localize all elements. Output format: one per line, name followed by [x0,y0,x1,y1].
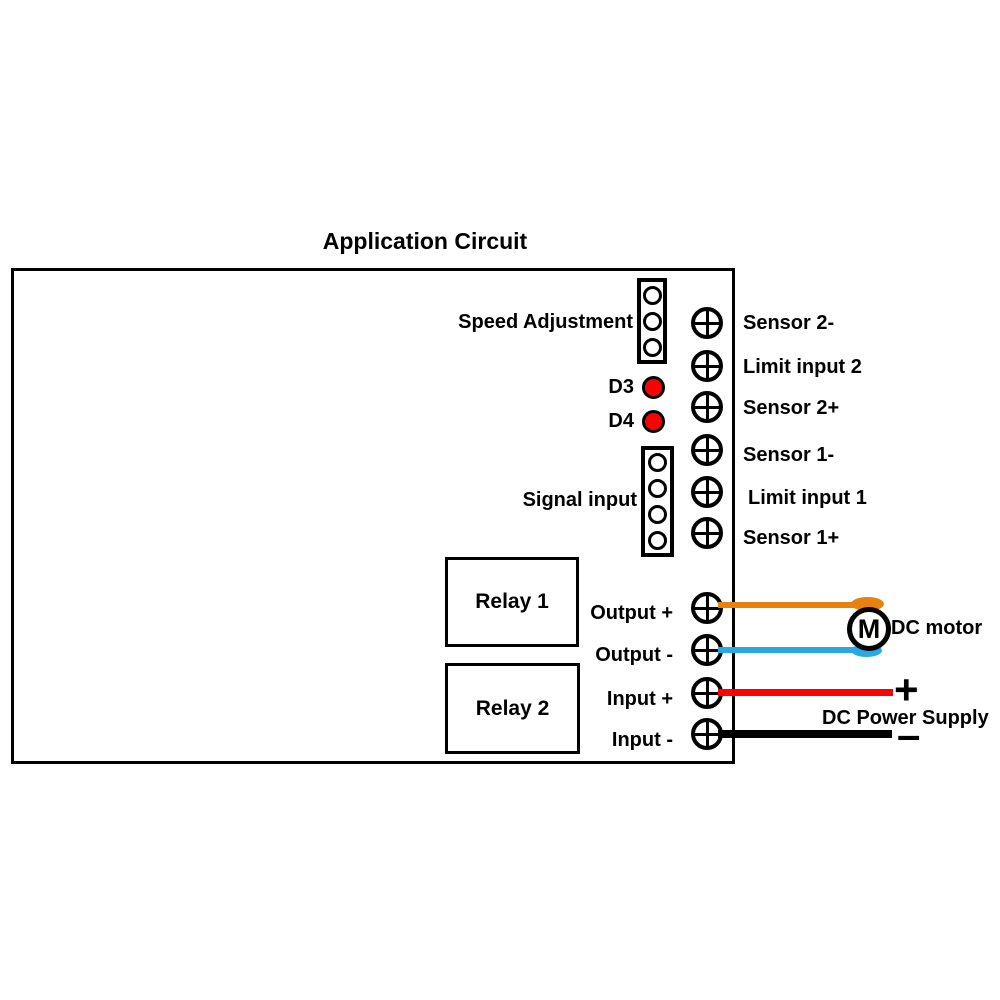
relay-2-label: Relay 2 [475,696,550,720]
wire-output-negative [718,647,865,653]
connector-pin [642,311,662,331]
connector-pin [648,453,667,473]
terminal-label-output-plus: Output + [590,602,673,624]
terminal-screw-output-plus [691,592,723,624]
dc-power-supply-label: DC Power Supply [822,707,989,729]
minus-symbol: – [897,711,921,758]
relay-1-box: Relay 1 [445,557,579,647]
wire-output-positive [718,602,865,608]
terminal-screw-sensor1-minus [691,434,723,466]
connector-pin [648,479,667,499]
plus-symbol: + [894,666,919,713]
terminal-label-sensor1-minus: Sensor 1- [743,444,835,466]
relay-1-label: Relay 1 [475,590,549,613]
terminal-label-input-plus: Input + [606,688,673,710]
terminal-label-sensor2-minus: Sensor 2- [743,312,835,334]
connector-pin [648,530,667,550]
terminal-label-input-minus: Input - [611,729,673,751]
terminal-label-sensor1-plus: Sensor 1+ [743,527,840,549]
diagram-title: Application Circuit [322,228,528,254]
terminal-screw-sensor2-plus [691,391,723,423]
led-d3 [642,376,665,399]
relay-2-box: Relay 2 [445,663,580,754]
signal-input-connector [641,446,674,557]
led-d4-label: D4 [608,410,634,432]
terminal-screw-sensor2-minus [691,307,723,339]
dc-motor-symbol: M [847,607,891,651]
connector-pin [648,504,667,524]
motor-m-glyph: M [857,613,881,644]
connector-pin [642,285,662,305]
speed-adjustment-connector [637,278,667,364]
terminal-screw-limit-input2 [691,350,723,382]
connector-pin [642,337,662,357]
terminal-screw-limit-input1 [691,476,723,508]
led-d4 [642,410,665,433]
terminal-label-output-minus: Output - [595,644,673,666]
signal-input-label: Signal input [522,489,637,511]
terminal-label-limit-input2: Limit input 2 [743,356,862,378]
terminal-label-sensor2-plus: Sensor 2+ [743,397,840,419]
terminal-screw-sensor1-plus [691,517,723,549]
wire-input-positive [718,689,893,696]
terminal-label-limit-input1: Limit input 1 [748,487,867,509]
wire-input-negative [718,730,892,738]
controller-board-outline [11,268,735,764]
led-d3-label: D3 [608,376,634,398]
dc-motor-label: DC motor [891,617,983,639]
speed-adjustment-label: Speed Adjustment [458,311,633,333]
